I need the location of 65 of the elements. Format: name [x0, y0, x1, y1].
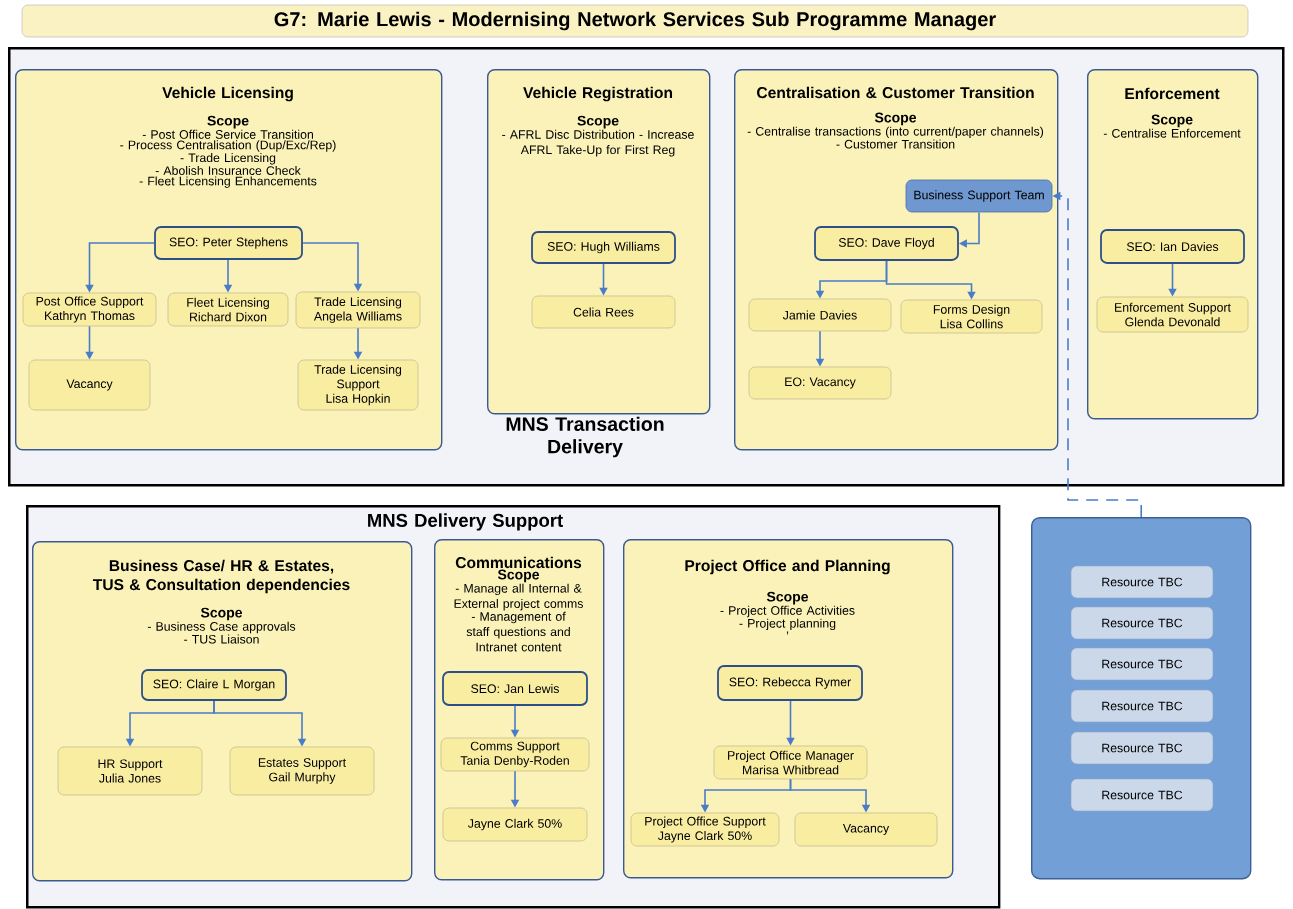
- resource-box: Resource TBC: [1070, 731, 1214, 765]
- panel-heading: Communications: [455, 556, 582, 569]
- panel-heading: Vehicle Licensing: [162, 86, 293, 102]
- manager-box: SEO: Jan Lewis: [442, 671, 588, 706]
- role-box: Post Office Support Kathryn Thomas: [22, 292, 157, 327]
- scope-item: - Trade Licensing: [180, 153, 276, 165]
- role-box: HR Support Julia Jones: [57, 746, 203, 796]
- scope-item: - Customer Transition: [836, 139, 955, 149]
- scope-heading: Scope: [874, 112, 917, 126]
- resource-box: Resource TBC: [1070, 689, 1214, 723]
- role-box: Fleet Licensing Richard Dixon: [167, 292, 289, 327]
- role-box: Forms Design Lisa Collins: [900, 299, 1043, 334]
- scope-item: - Manage all Internal & External project comms: [454, 583, 583, 611]
- scope-item: - TUS Liaison: [184, 634, 259, 644]
- panel-heading: Centralisation & Customer Transition: [757, 86, 1034, 99]
- resource-box: Resource TBC: [1070, 778, 1214, 812]
- title-banner: G7: Marie Lewis - Modernising Network Services Sub Programme Manager: [21, 4, 1249, 38]
- scope-item: - Post Office Service Transition: [142, 129, 313, 139]
- role-box: Jamie Davies: [748, 298, 892, 332]
- scope-item: - Project Office Activities: [720, 605, 855, 618]
- role-box: Project Office Manager Marisa Whitbread: [713, 745, 868, 780]
- scope-heading: Scope: [766, 591, 809, 605]
- panel-heading: Project Office and Planning: [685, 559, 890, 575]
- role-box: Jayne Clark 50%: [442, 807, 588, 842]
- role-box: Vacancy: [28, 359, 151, 411]
- scope-item: - Business Case approvals: [147, 621, 296, 634]
- scope-item: - Project planning: [739, 618, 836, 631]
- role-box: Celia Rees: [531, 295, 676, 329]
- scope-item: - Fleet Licensing Enhancements: [139, 176, 317, 188]
- role-box: Enforcement Support Glenda Devonald: [1096, 296, 1249, 333]
- section-heading: MNS Transaction Delivery: [506, 416, 664, 458]
- manager-box: SEO: Peter Stephens: [154, 226, 303, 260]
- scope-heading: Scope: [200, 607, 243, 621]
- role-box: Comms Support Tania Denby-Roden: [440, 737, 590, 772]
- scope-item: - Management of staff questions and Intranet content: [466, 611, 570, 652]
- scope-item: - Centralise Enforcement: [1103, 128, 1241, 138]
- resource-box: Resource TBC: [1070, 606, 1214, 640]
- panel-heading: Vehicle Registration: [523, 86, 673, 102]
- role-box: EO: Vacancy: [748, 366, 892, 400]
- role-box: Trade Licensing Angela Williams: [295, 291, 421, 329]
- scope-heading: Scope: [207, 115, 249, 129]
- role-box: Estates Support Gail Murphy: [229, 746, 375, 796]
- manager-box: SEO: Hugh Williams: [531, 231, 676, 264]
- manager-box: SEO: Rebecca Rymer: [717, 665, 863, 701]
- scope-item: - Process Centralisation (Dup/Exc/Rep): [120, 140, 336, 152]
- panel-heading: Business Case/ HR & Estates, TUS & Consultation dependencies: [92, 559, 350, 594]
- scope-heading: Scope: [577, 115, 619, 129]
- role-box: Vacancy: [794, 812, 938, 847]
- scope-item: - AFRL Disc Distribution - Increase AFRL Take-Up for First Reg: [502, 129, 694, 157]
- manager-box: SEO: Ian Davies: [1100, 229, 1245, 264]
- panel-heading: Enforcement: [1125, 87, 1220, 100]
- scope-item: ,: [786, 631, 789, 635]
- manager-box: SEO: Claire L Morgan: [141, 669, 287, 701]
- role-box: Project Office Support Jayne Clark 50%: [630, 812, 780, 847]
- role-box: Trade Licensing Support Lisa Hopkin: [297, 359, 419, 411]
- section-heading: MNS Delivery Support: [368, 513, 563, 531]
- scope-heading: Scope: [497, 569, 540, 583]
- scope-heading: Scope: [1151, 114, 1193, 128]
- resource-box: Resource TBC: [1070, 565, 1214, 599]
- scope-item: - Abolish Insurance Check: [155, 165, 301, 175]
- scope-item: - Centralise transactions (into current/paper channels): [747, 126, 1044, 139]
- team-box: Business Support Team: [905, 179, 1053, 213]
- manager-box: SEO: Dave Floyd: [814, 226, 959, 261]
- connector-arrow: [959, 211, 980, 248]
- resource-box: Resource TBC: [1070, 647, 1214, 681]
